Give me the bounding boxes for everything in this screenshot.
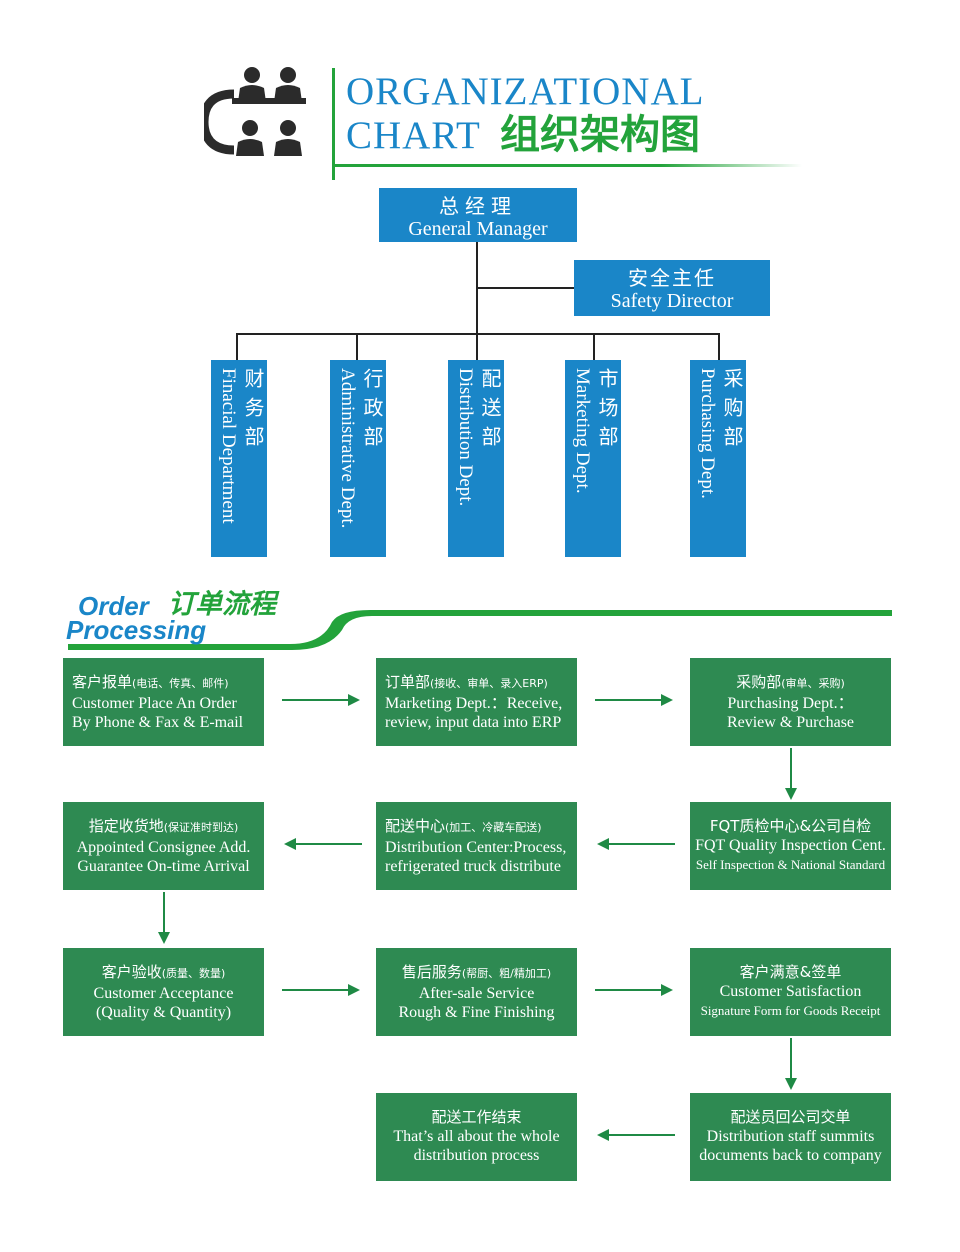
step-cn: 采购部 (736, 673, 782, 691)
arrow-right-icon (595, 984, 673, 996)
step-en2: distribution process (413, 1147, 540, 1164)
step-staff-return: 配送员回公司交单 Distribution staff summits docu… (690, 1093, 891, 1181)
step-cn-note: (审单、采购) (781, 677, 845, 690)
step-cn: FQT质检中心&公司自检 (709, 817, 872, 835)
step-en2: documents back to company (699, 1147, 882, 1164)
header-title-line1: ORGANIZATIONAL (346, 70, 705, 113)
arrow-left-icon (597, 1129, 675, 1141)
step-en1: FQT Quality Inspection Cent. (695, 837, 886, 854)
step-en2: Review & Purchase (726, 714, 855, 731)
arrow-down-icon (158, 892, 170, 944)
processing-title-en: Processing (66, 615, 207, 645)
step-en2: review, input data into ERP (385, 714, 562, 731)
dept-drop-line (236, 333, 238, 360)
step-cn-note: (接收、审单、录入ERP) (430, 677, 548, 690)
dept-marketing-en: Marketing Dept. (572, 368, 593, 494)
step-order-dept: 订单部(接收、审单、录入ERP) Marketing Dept.：Receive… (376, 658, 577, 746)
dept-drop-line (593, 333, 595, 360)
safety-director-en: Safety Director (610, 290, 734, 312)
dept-distribution-en: Distribution Dept. (455, 368, 476, 507)
step-customer-satisfaction: 客户满意&签单 Customer Satisfaction Signature … (690, 948, 891, 1036)
step-en2: refrigerated truck distribute (385, 858, 561, 875)
step-customer-order: 客户报单(电话、传真、邮件) Customer Place An Order B… (63, 658, 264, 746)
step-distribution-center: 配送中心(加工、冷藏车配送) Distribution Center:Proce… (376, 802, 577, 890)
safety-branch-line (476, 287, 574, 289)
step-en1: Purchasing Dept.： (727, 695, 854, 712)
header-vertical-rule (332, 68, 335, 180)
step-cn: 指定收货地 (88, 817, 164, 835)
step-en1: After-sale Service (418, 985, 535, 1002)
step-cn-note: (保证准时到达) (163, 821, 239, 834)
general-manager-cn: 总经理 (439, 194, 517, 218)
step-distribution-end: 配送工作结束 That’s all about the whole distri… (376, 1093, 577, 1181)
step-cn: 客户验收 (101, 963, 162, 981)
step-en2: By Phone & Fax & E-mail (72, 714, 244, 731)
order-title-cn: 订单流程 (168, 589, 276, 620)
step-en1: Distribution Center:Process, (385, 839, 567, 856)
header-horizontal-rule (332, 164, 802, 167)
step-cn: 客户报单 (72, 673, 133, 691)
step-purchasing-dept: 采购部(审单、采购) Purchasing Dept.： Review & Pu… (690, 658, 891, 746)
step-en2: Rough & Fine Finishing (398, 1004, 555, 1021)
dept-drop-line (356, 333, 358, 360)
dept-admin-cn: 行政部 (360, 368, 384, 455)
step-after-sale: 售后服务(帮厨、粗/精加工) After-sale Service Rough … (376, 948, 577, 1036)
dept-bus-line (236, 333, 720, 335)
order-title-en: Order (78, 591, 149, 621)
step-cn: 配送中心 (385, 817, 446, 835)
safety-director-cn: 安全主任 (628, 266, 716, 290)
step-cn: 配送员回公司交单 (730, 1108, 851, 1126)
header-title-line2: CHART (346, 114, 481, 157)
step-en2: Self Inspection & National Standard (695, 857, 886, 872)
dept-distribution-cn: 配送部 (478, 368, 502, 455)
step-en2: Signature Form for Goods Receipt (700, 1003, 881, 1018)
dept-finance-cn: 财务部 (241, 368, 265, 455)
general-manager-en: General Manager (408, 218, 548, 240)
step-en2: (Quality & Quantity) (95, 1004, 232, 1021)
meeting-people-icon (204, 67, 306, 156)
step-cn-note: (加工、冷藏车配送) (445, 821, 542, 834)
general-manager-box: 总经理 General Manager (379, 188, 577, 242)
step-cn-note: (帮厨、粗/精加工) (461, 967, 552, 980)
dept-purchasing-cn: 采购部 (720, 368, 744, 455)
step-en1: Distribution staff summits (706, 1128, 875, 1145)
dept-marketing-cn: 市场部 (595, 368, 619, 455)
dept-purchasing-en: Purchasing Dept. (697, 368, 718, 499)
step-en1: That’s all about the whole (393, 1128, 560, 1145)
step-customer-acceptance: 客户验收(质量、数量) Customer Acceptance (Quality… (63, 948, 264, 1036)
step-en1: Appointed Consignee Add. (76, 839, 251, 856)
dept-finance-en: Finacial Department (218, 368, 239, 524)
step-cn: 订单部 (385, 673, 431, 691)
arrow-left-icon (597, 838, 675, 850)
step-fqt-inspection: FQT质检中心&公司自检 FQT Quality Inspection Cent… (690, 802, 891, 890)
step-cn: 配送工作结束 (431, 1108, 522, 1126)
arrow-right-icon (595, 694, 673, 706)
arrow-right-icon (282, 694, 360, 706)
step-en2: Guarantee On-time Arrival (77, 858, 250, 875)
header-title-cn: 组织架构图 (500, 112, 700, 158)
step-cn: 客户满意&签单 (739, 963, 842, 981)
arrow-down-icon (785, 1038, 797, 1090)
step-cn-note: (质量、数量) (161, 967, 226, 980)
arrow-right-icon (282, 984, 360, 996)
org-trunk-line (476, 242, 478, 360)
safety-director-box: 安全主任 Safety Director (574, 260, 770, 316)
step-en1: Customer Acceptance (93, 985, 234, 1002)
arrow-left-icon (284, 838, 362, 850)
step-en1: Customer Place An Order (72, 695, 237, 712)
arrow-down-icon (785, 748, 797, 800)
step-cn-note: (电话、传真、邮件) (132, 677, 229, 690)
dept-admin-en: Administrative Dept. (337, 368, 358, 529)
step-en1: Customer Satisfaction (719, 983, 862, 1000)
step-cn: 售后服务 (401, 963, 462, 981)
order-section-swoosh (68, 610, 892, 650)
dept-drop-line (718, 333, 720, 360)
step-consignee: 指定收货地(保证准时到达) Appointed Consignee Add. G… (63, 802, 264, 890)
step-en1: Marketing Dept.：Receive, (385, 695, 563, 712)
